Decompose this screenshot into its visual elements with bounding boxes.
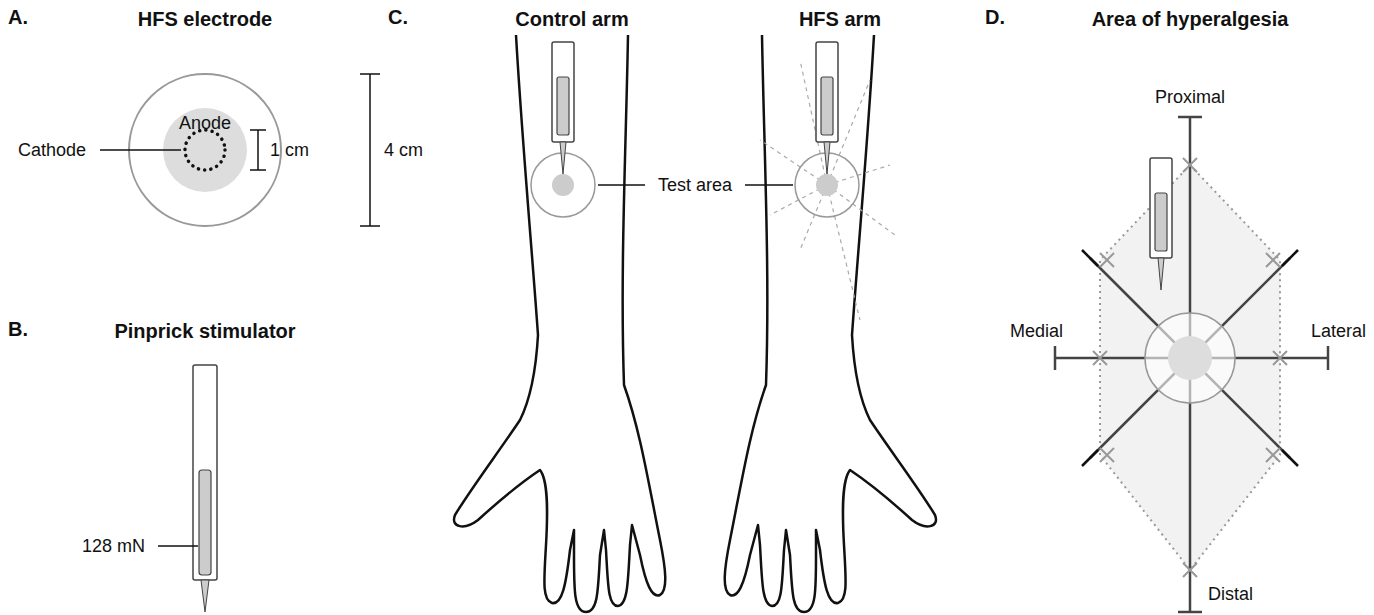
dimension: 4 cm xyxy=(384,139,423,161)
direction-label: Lateral xyxy=(1311,320,1366,342)
part-label: Anode xyxy=(179,112,231,134)
panel-title: Control arm xyxy=(515,8,628,30)
panel-letter: A. xyxy=(8,6,28,28)
part-label: Test area xyxy=(658,174,732,196)
direction-label: Distal xyxy=(1208,583,1253,605)
panel-letter: D. xyxy=(985,6,1005,28)
panel-title: Pinprick stimulator xyxy=(114,320,295,342)
direction-label: Proximal xyxy=(1155,86,1225,108)
panel-title: HFS electrode xyxy=(138,8,272,30)
part-label: 128 mN xyxy=(82,535,145,557)
panel-letter: B. xyxy=(8,318,28,340)
panel-title: HFS arm xyxy=(799,8,881,30)
direction-label: Medial xyxy=(1010,320,1063,342)
panel-letter: C. xyxy=(388,6,408,28)
part-label: Cathode xyxy=(18,139,86,161)
dimension: 1 cm xyxy=(270,139,309,161)
panel-title: Area of hyperalgesia xyxy=(1092,8,1289,30)
